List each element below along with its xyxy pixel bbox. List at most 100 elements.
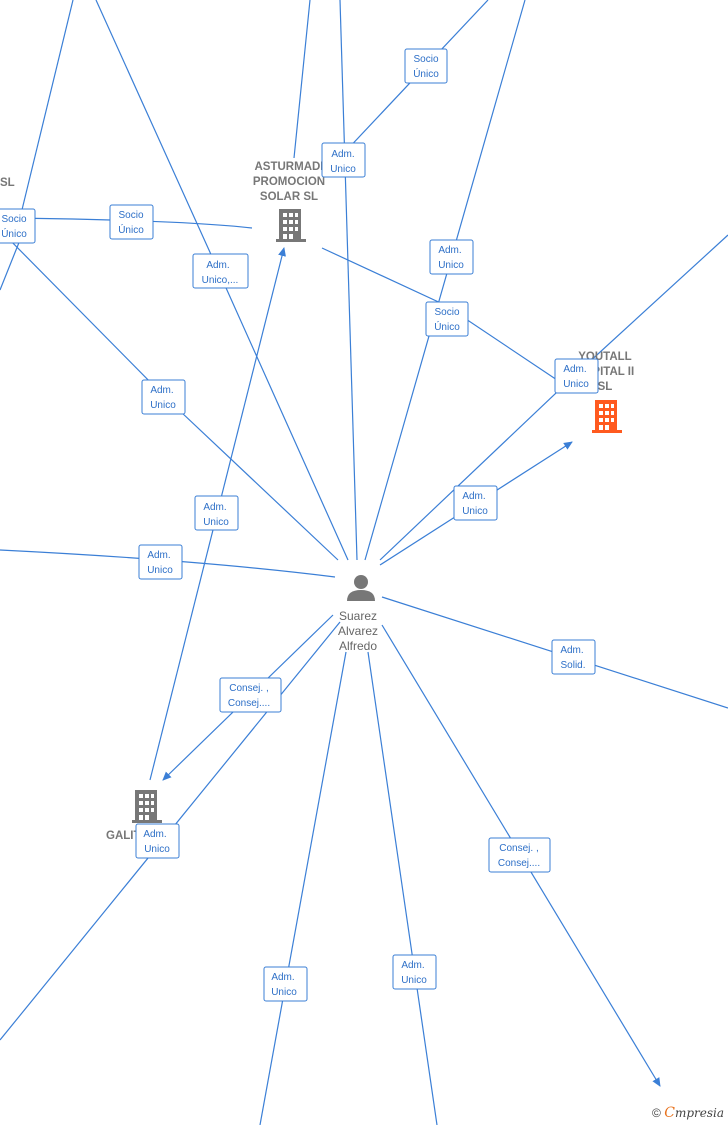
edge-label-text: Unico	[330, 164, 356, 175]
edge-label[interactable]: Adm. Unico	[138, 544, 183, 580]
edge-label-text: Único	[413, 67, 439, 80]
edge-label-text: Adm.	[401, 960, 424, 971]
edge-label-text: Consej. ,	[229, 683, 268, 694]
edge-label-text: Único	[118, 223, 144, 236]
edge-label-text: Unico	[144, 844, 170, 855]
edge-label[interactable]: Consej. , Consej....	[488, 837, 551, 873]
edge	[379, 374, 576, 561]
node-label: ASTURMADI	[255, 161, 324, 173]
person-label: Alfredo	[339, 639, 377, 653]
edge-label-text: Socio	[413, 54, 438, 65]
edge	[339, 0, 358, 561]
edge-label-text: Adm.	[150, 385, 173, 396]
edge-label-text: Unico	[147, 565, 173, 576]
edge-label[interactable]: Adm. Unico	[194, 495, 239, 531]
edge-label[interactable]: Socio Único	[425, 301, 469, 337]
edge	[19, 0, 74, 219]
edge-label[interactable]: Adm. Unico	[429, 239, 474, 275]
edge	[364, 0, 526, 561]
person-node[interactable]: Suarez Alvarez Alfredo	[338, 575, 378, 653]
node-label: SOLAR SL	[260, 191, 318, 203]
edge-label[interactable]: Adm. Unico	[392, 954, 437, 990]
edge-label-text: Solid.	[560, 660, 585, 671]
edge	[259, 651, 347, 1125]
edge-label-box	[425, 301, 469, 337]
brand-footer[interactable]: © Cmpresia	[652, 1105, 724, 1121]
edge-label-box	[429, 239, 474, 275]
edge-label-text: Adm.	[143, 829, 166, 840]
edge-label-box	[141, 379, 186, 415]
edge-label-text: Consej....	[228, 698, 270, 709]
edge-label-box	[404, 48, 448, 84]
edge	[574, 234, 728, 376]
edge-label[interactable]: Adm. Unico	[263, 966, 308, 1002]
person-label: Alvarez	[338, 624, 378, 638]
edge	[0, 239, 21, 291]
edge	[217, 269, 349, 561]
edge-label-text: Unico	[203, 517, 229, 528]
person-label: Suarez	[339, 609, 377, 623]
edge-label[interactable]: Adm. Unico,...	[192, 253, 249, 289]
edge-label-text: Unico	[271, 987, 297, 998]
edge	[0, 549, 336, 578]
edge-label-text: Adm.	[203, 502, 226, 513]
edge-label-text: Unico	[438, 260, 464, 271]
building-icon	[592, 400, 622, 433]
edge-label-box	[392, 954, 437, 990]
edge-label-text: Socio	[1, 214, 26, 225]
edge-label-text: Socio	[118, 210, 143, 221]
edge-label-text: Unico	[462, 506, 488, 517]
edge-label-text: Adm.	[560, 645, 583, 656]
edge-label-text: Adm.	[563, 364, 586, 375]
edge-label-text: Unico,...	[202, 275, 239, 286]
edge-label[interactable]: Adm. Unico	[453, 485, 498, 521]
edge-label[interactable]: Adm. Solid.	[551, 639, 596, 675]
building-icon	[276, 209, 306, 242]
edge-label[interactable]: Socio Único	[0, 208, 36, 244]
edge-label-text: Consej....	[498, 858, 540, 869]
node-label: PROMOCION	[253, 176, 325, 188]
edge-label-text: Unico	[401, 975, 427, 986]
edge-label-box	[551, 639, 596, 675]
edge	[9, 214, 253, 229]
edge-label-text: Adm.	[147, 550, 170, 561]
brand-name: mpresia	[674, 1106, 724, 1120]
edge-label-box	[219, 677, 282, 713]
edge-label-box	[194, 495, 239, 531]
edge-label[interactable]: Consej. , Consej....	[219, 677, 282, 713]
edge	[293, 0, 311, 159]
edge-label-box	[453, 485, 498, 521]
edge	[162, 394, 339, 561]
edge	[0, 229, 164, 396]
edge-label[interactable]: Adm. Unico	[141, 379, 186, 415]
edge-label-box	[0, 208, 36, 244]
edge	[367, 651, 438, 1125]
edge	[95, 0, 219, 271]
copyright-symbol: ©	[652, 1106, 661, 1120]
edge-label[interactable]: Socio Único	[109, 204, 154, 240]
edge-label-text: Consej. ,	[499, 843, 538, 854]
brand-initial: C	[664, 1105, 675, 1121]
edge-label-box	[488, 837, 551, 873]
edge-label-box	[135, 823, 180, 859]
edge-label-text: Socio	[434, 307, 459, 318]
edge-label[interactable]: Adm. Unico	[135, 823, 180, 859]
building-icon	[132, 790, 162, 823]
edge-label-text: Adm.	[206, 260, 229, 271]
company-node-galit[interactable]: GALIT...	[106, 790, 162, 842]
edge-label-text: Adm.	[271, 972, 294, 983]
edge-label-box	[138, 544, 183, 580]
edge-label[interactable]: Socio Único	[404, 48, 448, 84]
edge-label-text: Único	[1, 227, 27, 240]
edge-label[interactable]: Adm. Unico	[554, 358, 599, 394]
company-node-asturmadi[interactable]: ASTURMADI PROMOCION SOLAR SL	[253, 161, 325, 242]
edge-label-text: Adm.	[438, 245, 461, 256]
node-label: SL	[598, 381, 613, 393]
edge-label-text: Único	[434, 320, 460, 333]
edge-label-box	[263, 966, 308, 1002]
edge-label-text: Adm.	[331, 149, 354, 160]
edge-label[interactable]: Adm. Unico	[321, 142, 366, 178]
company-node-left-sl[interactable]: SL	[0, 177, 15, 189]
edge-label-text: Unico	[563, 379, 589, 390]
